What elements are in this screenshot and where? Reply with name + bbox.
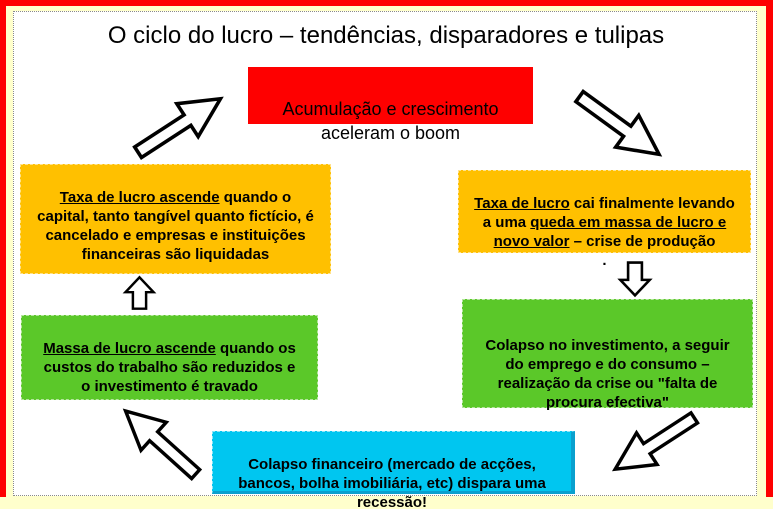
arrow-up-icon [122,275,157,310]
arrow-up-left-icon [122,408,203,481]
page-title: O ciclo do lucro – tendências, disparado… [107,22,665,49]
box-profit-rate-falls-underlined-2: queda em massa de lucro e novo valor [493,214,727,250]
box-profit-rate-falls-underlined-1: Taxa de lucro [474,195,570,212]
box-profit-rate-falls: Taxa de lucro cai finalmente levando a u… [458,170,751,269]
arrow-down-left-icon [611,410,700,472]
box-profit-rate-falls-dot: . [602,252,607,269]
box-investment-collapse-text: Colapso no investimento, a seguir do emp… [485,337,730,411]
box-profit-rate-rises: Taxa de lucro ascende quando o capital, … [20,164,331,274]
box-investment-collapse: Colapso no investimento, a seguir do emp… [462,299,753,411]
box-profit-mass-rises: Massa de lucro ascende quando os custos … [21,315,318,400]
box-accumulation-boom: Acumulação e crescimento aceleram o boom [248,67,533,143]
arrow-down-right-icon [573,89,663,157]
box-financial-collapse-text: Colapso financeiro (mercado de acções, b… [238,456,546,509]
box-profit-rate-falls-text-2: – crise de produção [569,233,716,250]
box-profit-rate-rises-text: quando o capital, tanto tangível quanto … [37,189,314,263]
box-profit-rate-falls-text-1: cai finalmente levando a uma [482,195,735,231]
box-profit-rate-rises-underlined: Taxa de lucro ascende [59,189,220,206]
arrow-down-icon [617,261,653,298]
box-profit-mass-rises-text: quando os custos do trabalho são reduzid… [43,340,296,395]
box-profit-mass-rises-underlined: Massa de lucro ascende [43,340,216,357]
arrow-up-right-icon [132,96,224,160]
box-financial-collapse: Colapso financeiro (mercado de acções, b… [212,431,575,509]
box-accumulation-boom-text: Acumulação e crescimento aceleram o boom [282,99,499,143]
